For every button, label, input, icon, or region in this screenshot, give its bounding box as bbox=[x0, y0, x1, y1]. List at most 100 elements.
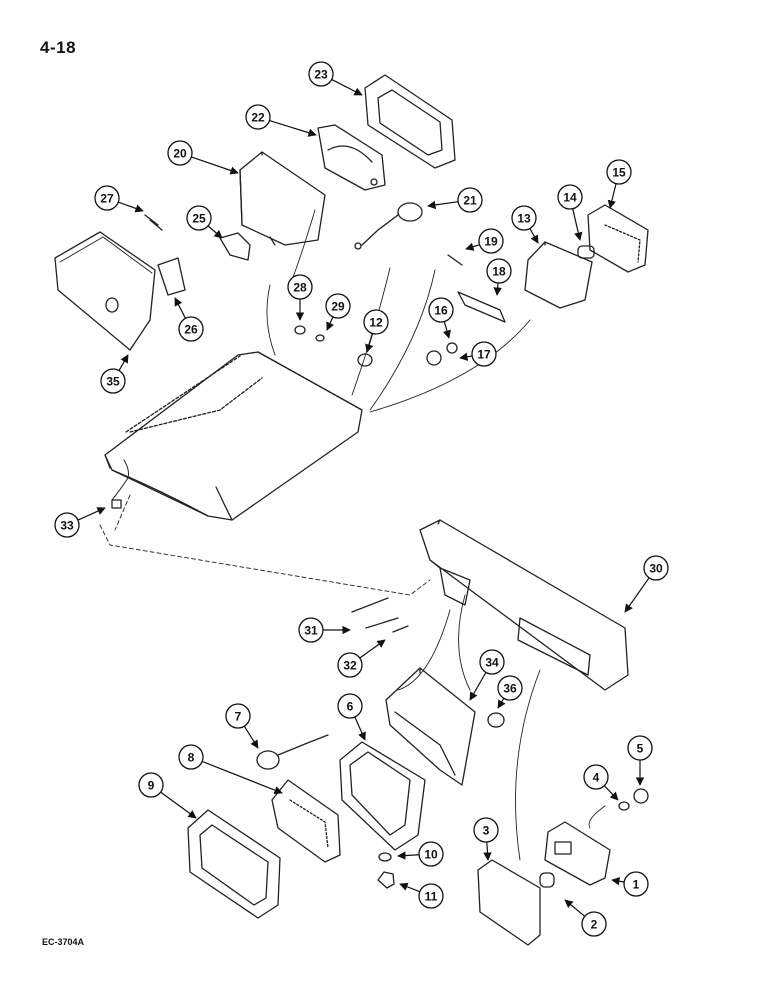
callout-35: 35 bbox=[100, 368, 126, 394]
callout-3: 3 bbox=[473, 817, 499, 843]
leader-line-15 bbox=[607, 183, 617, 209]
lens-frame bbox=[317, 124, 386, 191]
callout-label: 10 bbox=[424, 848, 438, 862]
leader-line-14 bbox=[572, 208, 583, 241]
grommet-36 bbox=[487, 712, 505, 728]
callout-circle bbox=[606, 159, 632, 185]
callout-13: 13 bbox=[511, 205, 537, 231]
screw-19 bbox=[447, 254, 463, 266]
callout-circle bbox=[418, 883, 444, 909]
callout-2: 2 bbox=[581, 911, 607, 937]
leader-line-21 bbox=[427, 200, 459, 210]
callout-label: 11 bbox=[425, 890, 438, 904]
callout-label: 21 bbox=[463, 194, 477, 208]
callout-20: 20 bbox=[167, 140, 193, 166]
callout-18: 18 bbox=[486, 258, 512, 284]
callout-label: 33 bbox=[60, 519, 74, 533]
leader-line-8 bbox=[201, 760, 283, 795]
callout-circle bbox=[478, 228, 504, 254]
callout-label: 19 bbox=[484, 235, 498, 249]
plug-29 bbox=[315, 334, 325, 342]
leader-line-27 bbox=[118, 201, 144, 213]
bulb-14 bbox=[577, 245, 595, 259]
leader-line-33 bbox=[77, 507, 106, 521]
small-bracket bbox=[219, 232, 251, 261]
leader-line-36 bbox=[497, 697, 506, 709]
callout-label: 25 bbox=[192, 212, 206, 226]
callout-15: 15 bbox=[606, 159, 632, 185]
callout-circle bbox=[581, 911, 607, 937]
callout-6: 6 bbox=[337, 693, 363, 719]
leader-line-26 bbox=[174, 297, 187, 319]
callout-label: 9 bbox=[148, 779, 155, 793]
leader-line-6 bbox=[354, 716, 366, 741]
leader-line-18 bbox=[493, 282, 502, 296]
callout-label: 2 bbox=[591, 918, 598, 932]
cab-roof bbox=[104, 351, 363, 521]
leader-line-12 bbox=[365, 333, 374, 353]
leader-line-30 bbox=[624, 577, 650, 613]
callout-circle bbox=[583, 764, 609, 790]
callout-circle bbox=[363, 309, 389, 335]
callout-label: 7 bbox=[235, 710, 242, 724]
callout-16: 16 bbox=[428, 297, 454, 323]
callout-circle bbox=[337, 693, 363, 719]
callout-1: 1 bbox=[623, 871, 649, 897]
callout-circle bbox=[287, 274, 313, 300]
callout-label: 26 bbox=[184, 323, 198, 337]
bulb-7 bbox=[256, 734, 329, 770]
callout-12: 12 bbox=[363, 309, 389, 335]
callout-circle bbox=[418, 841, 444, 867]
callout-circle bbox=[94, 185, 120, 211]
clip-33 bbox=[111, 499, 122, 509]
callout-circle bbox=[178, 744, 204, 770]
callout-36: 36 bbox=[497, 675, 523, 701]
figure-code: EC-3704A bbox=[42, 937, 85, 947]
callout-circle bbox=[54, 512, 80, 538]
callout-31: 31 bbox=[298, 617, 324, 643]
lens-3 bbox=[477, 859, 541, 946]
front-grille bbox=[419, 519, 629, 691]
callout-5: 5 bbox=[627, 735, 653, 761]
callout-circle bbox=[245, 104, 271, 130]
callout-circle bbox=[471, 341, 497, 367]
lamp-6 bbox=[339, 741, 426, 851]
leader-line-22 bbox=[269, 119, 317, 137]
leader-line-2 bbox=[564, 899, 586, 917]
callout-33: 33 bbox=[54, 512, 80, 538]
leader-line-11 bbox=[399, 882, 421, 893]
callout-4: 4 bbox=[583, 764, 609, 790]
callout-label: 13 bbox=[517, 212, 531, 226]
callout-circle bbox=[486, 258, 512, 284]
callout-circle bbox=[325, 293, 351, 319]
callout-circle bbox=[457, 187, 483, 213]
bolt-31b bbox=[365, 617, 399, 629]
leader-line-1 bbox=[611, 877, 625, 886]
callout-8: 8 bbox=[178, 744, 204, 770]
callout-label: 17 bbox=[477, 348, 491, 362]
callout-label: 31 bbox=[304, 624, 318, 638]
clip-26 bbox=[157, 257, 186, 296]
callout-label: 22 bbox=[251, 111, 265, 125]
lens-frame-8 bbox=[271, 779, 341, 863]
callout-circle bbox=[473, 817, 499, 843]
callout-11: 11 bbox=[418, 883, 444, 909]
grommet-16 bbox=[446, 342, 458, 354]
callout-circle bbox=[337, 652, 363, 678]
callout-circle bbox=[511, 205, 537, 231]
callout-label: 12 bbox=[369, 316, 383, 330]
callout-14: 14 bbox=[557, 184, 583, 210]
grommet-17 bbox=[426, 350, 442, 366]
plug-28 bbox=[294, 325, 306, 335]
callout-label: 30 bbox=[649, 562, 663, 576]
leader-line-25 bbox=[207, 225, 223, 239]
leader-line-20 bbox=[191, 156, 239, 175]
lamp-bezel bbox=[364, 74, 456, 169]
callout-9: 9 bbox=[138, 772, 164, 798]
callout-label: 29 bbox=[331, 300, 345, 314]
bezel-9 bbox=[187, 809, 281, 919]
lamp-housing-upper bbox=[239, 151, 326, 246]
callout-34: 34 bbox=[479, 649, 505, 675]
bulb-2 bbox=[539, 872, 555, 888]
